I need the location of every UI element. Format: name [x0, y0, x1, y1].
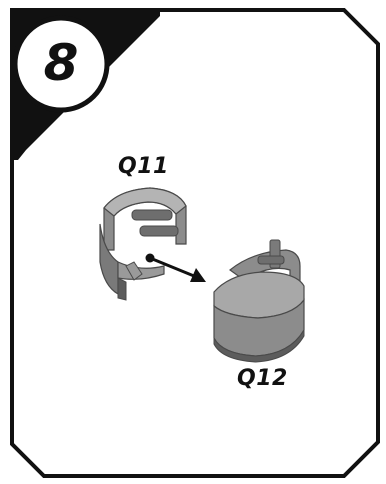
assembly-arrow: [145, 253, 206, 282]
part-q12-drawing: [213, 239, 305, 363]
part-label-q12: Q12: [237, 366, 288, 391]
step-number: 8: [43, 34, 79, 92]
panel-frame: [10, 8, 380, 478]
part-q11-drawing: [99, 187, 187, 301]
step-badge: [12, 15, 110, 113]
part-label-q11: Q11: [118, 154, 169, 179]
